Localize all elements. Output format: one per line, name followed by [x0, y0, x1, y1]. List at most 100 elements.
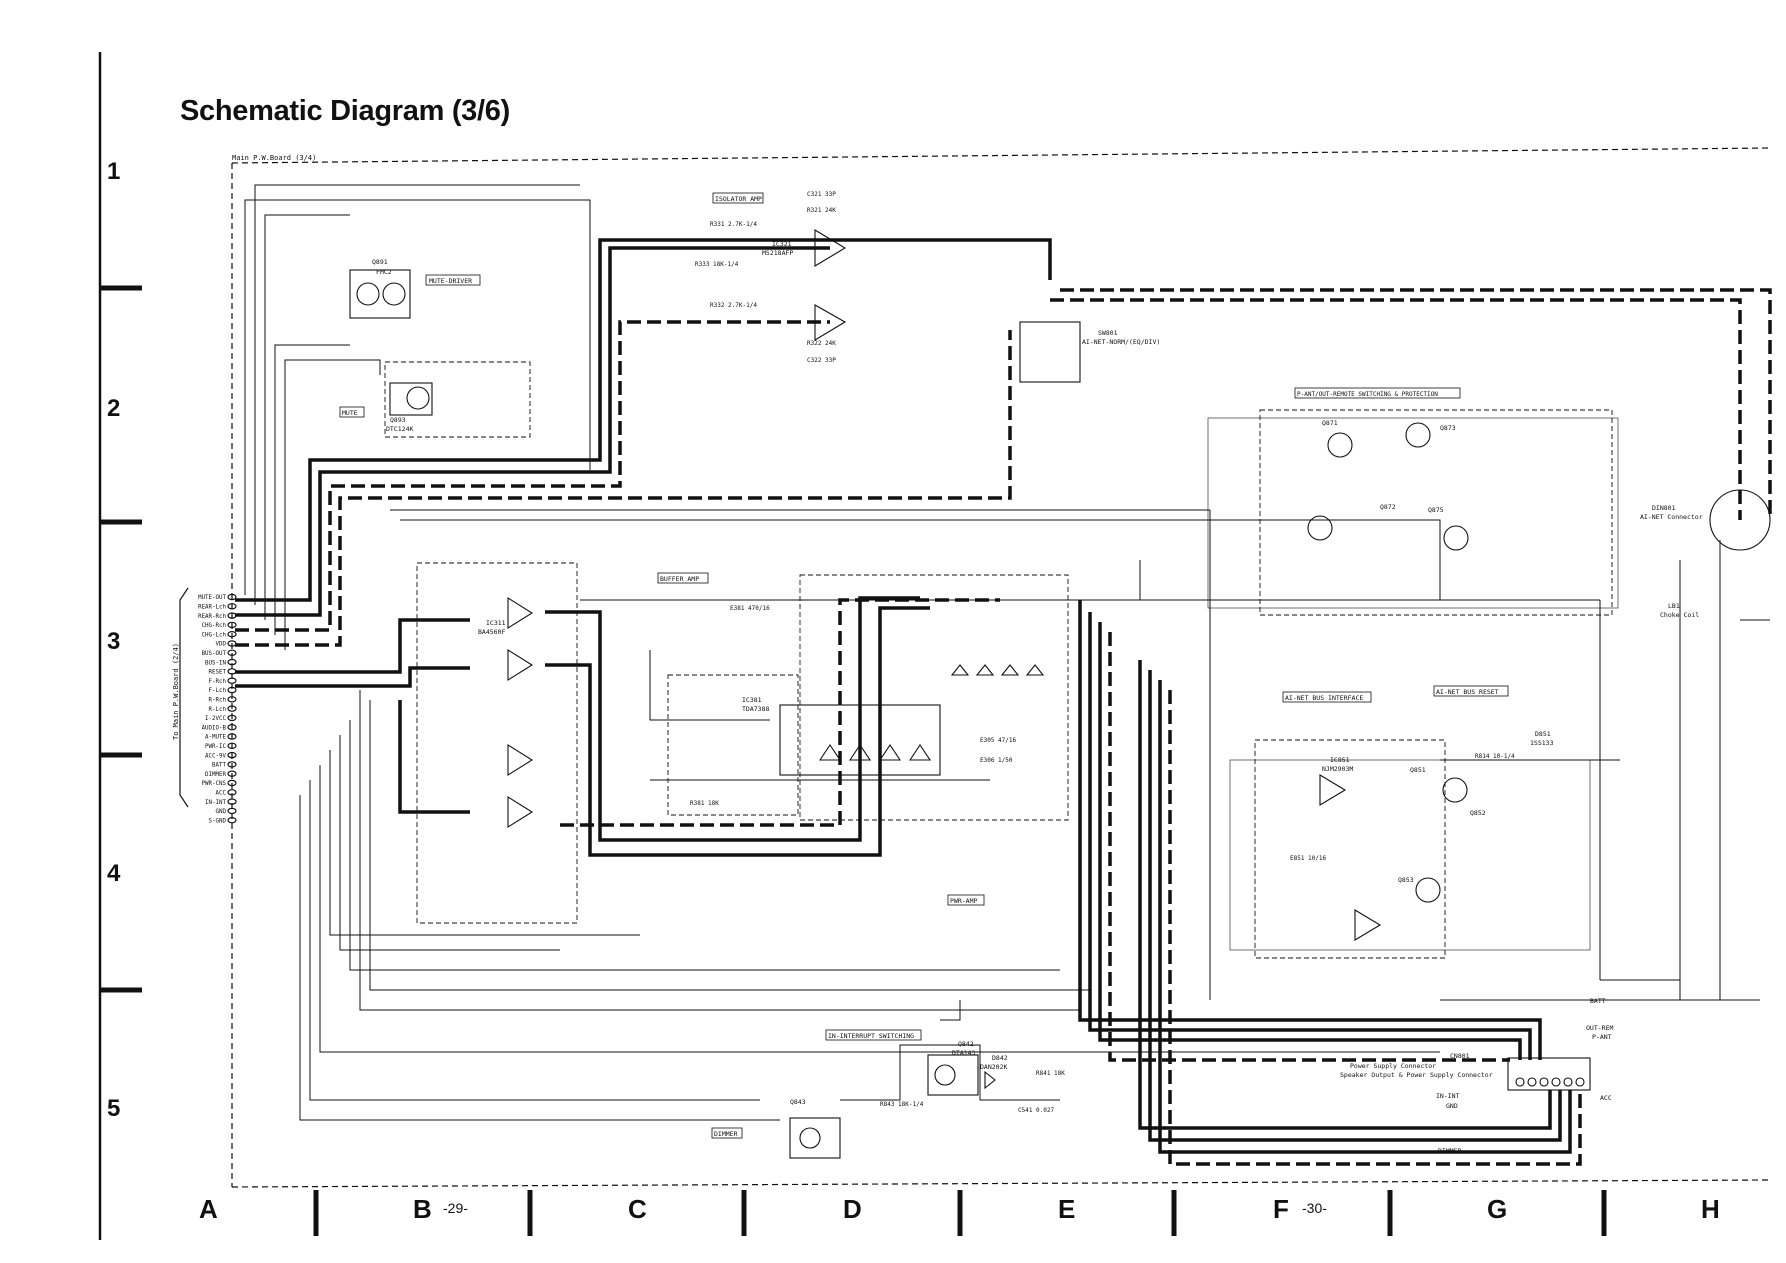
- connector-pin-label: MUTE-OUT: [198, 595, 226, 601]
- connector-pin-label: I-2VCC: [205, 716, 226, 722]
- ic311-label: IC311: [486, 619, 506, 627]
- connector-pin: [227, 817, 237, 824]
- q873-label: Q873: [1440, 424, 1456, 432]
- cn801-label: CN801: [1450, 1052, 1470, 1060]
- pwr-amp-label: PWR-AMP: [950, 897, 977, 905]
- q893-label: Q893: [390, 416, 406, 424]
- c541-value: C541 0.027: [1018, 1107, 1055, 1114]
- row-label-1: 1: [107, 158, 121, 185]
- buffer-amp-label: BUFFER AMP: [660, 575, 699, 583]
- connector-pin: [227, 677, 237, 684]
- connector-pin-label: DIMMER: [205, 772, 226, 778]
- connector-pin: [227, 658, 237, 666]
- connector-pin: [227, 807, 237, 815]
- cn801-desc2: Speaker Output & Power Supply Connector: [1340, 1071, 1493, 1079]
- column-label-g: G: [1487, 1194, 1508, 1224]
- dimmer-label: DIMMER: [714, 1130, 738, 1138]
- connector-pin: [227, 603, 237, 610]
- in-int-label: IN-INT: [1436, 1092, 1460, 1100]
- column-label-e: E: [1058, 1194, 1076, 1224]
- column-label-f: F: [1273, 1194, 1289, 1224]
- connector-pin: [227, 714, 237, 722]
- connector-pin-label: R-Lch: [209, 707, 226, 713]
- out-rem-label: OUT-REM: [1586, 1024, 1613, 1032]
- connector-pin-label: F-Lch: [209, 688, 226, 694]
- q871-label: Q871: [1322, 419, 1338, 427]
- connector-pin-label: IN-INT: [205, 800, 226, 806]
- connector-pin: [227, 789, 237, 796]
- connector-pin-label: GND: [216, 809, 227, 815]
- e851-value: E851 10/16: [1290, 855, 1327, 862]
- e306-value: E306 1/50: [980, 757, 1013, 764]
- connector-pin-label: BUS-OUT: [202, 651, 227, 657]
- connector-pin: [227, 649, 237, 657]
- connector-pin: [227, 696, 237, 703]
- q852-label: Q852: [1470, 809, 1486, 817]
- row-label-2: 2: [107, 395, 121, 422]
- part-labels: Q891 FMC2 Q893 DTC124K SW801 AI-NET-NORM…: [372, 240, 1703, 1155]
- q872-label: Q872: [1380, 503, 1396, 511]
- ic381-label: IC381: [742, 696, 762, 704]
- signal-buses: [235, 238, 1572, 1154]
- cn801-desc1: Power Supply Connector: [1350, 1062, 1436, 1070]
- r841-value: R841 18K: [1036, 1070, 1065, 1077]
- connector-pin-label: RESET: [209, 670, 227, 676]
- connector-pin: [227, 621, 237, 629]
- acc-label: ACC: [1600, 1094, 1612, 1102]
- dtc124k-label: DTC124K: [386, 425, 413, 433]
- value-labels: C321 33P R321 24K C322 33P R322 24K R331…: [690, 191, 1515, 1114]
- connector-pin: [227, 686, 237, 694]
- dimmer-pin-label: DIMMER: [1438, 1147, 1462, 1155]
- block-labels: ISOLATOR AMP MUTE-DRIVER MUTE BUFFER AMP…: [339, 192, 1509, 1139]
- row-label-5: 5: [107, 1095, 121, 1122]
- mute-driver-label: MUTE-DRIVER: [429, 277, 472, 285]
- connector-pin: [227, 593, 237, 601]
- row-label-3: 3: [107, 628, 121, 655]
- page-title: Schematic Diagram (3/6): [180, 95, 510, 127]
- q891-label: Q891: [372, 258, 388, 266]
- left-connector-side-label: To Main P.W.Board (2/4): [172, 643, 180, 740]
- q842-label: Q842: [958, 1040, 974, 1048]
- din801-desc: AI-NET Connector: [1640, 513, 1703, 521]
- connector-pin: [227, 733, 237, 740]
- dta143-label: DTA143: [952, 1049, 976, 1057]
- connector-pin: [227, 779, 237, 787]
- wiring: [244, 184, 1770, 1121]
- grid-ruler: [98, 52, 1607, 1240]
- din801-label: DIN801: [1652, 504, 1676, 512]
- r843-value: R843 18K-1/4: [880, 1101, 924, 1108]
- q853-label: Q853: [1398, 876, 1414, 884]
- board-label: Main P.W.Board (3/4): [232, 154, 316, 162]
- dan202k-label: DAN202K: [980, 1063, 1007, 1071]
- connector-pin: [227, 705, 237, 712]
- iss133-label: 1SS133: [1530, 739, 1554, 747]
- q843-label: Q843: [790, 1098, 806, 1106]
- c321-value: C321 33P: [807, 191, 836, 198]
- connector-pin: [227, 751, 237, 759]
- connector-pin-label: CHG-Lch: [202, 632, 226, 638]
- choke-label: Choke Coil: [1660, 611, 1699, 619]
- ainet-interface-label: AI-NET BUS INTERFACE: [1285, 694, 1363, 702]
- ic321-label: IC321: [772, 240, 792, 248]
- isolator-amp-label: ISOLATOR AMP: [715, 195, 762, 203]
- gnd-label: GND: [1446, 1102, 1458, 1110]
- components: [349, 229, 1771, 1159]
- ba4560f-label: BA4560F: [478, 628, 505, 636]
- connector-pin-label: ACC-9V: [205, 753, 226, 759]
- column-label-h: H: [1701, 1194, 1720, 1224]
- connector-pin: [227, 770, 237, 777]
- q875-label: Q875: [1428, 506, 1444, 514]
- signal-buses-dashed: [235, 288, 1772, 1166]
- connector-pin-label: BUS-IN: [205, 660, 226, 666]
- q851-label: Q851: [1410, 766, 1426, 774]
- c322-value: C322 33P: [807, 357, 836, 364]
- lb1-label: LB1: [1668, 602, 1680, 610]
- r331-value: R331 2.7K-1/4: [710, 221, 757, 228]
- connector-pin-label: AUDIO-B: [202, 725, 227, 731]
- fmc2-label: FMC2: [376, 268, 392, 276]
- connector-pin: [227, 761, 237, 768]
- connector-pin: [227, 631, 237, 638]
- ainet-reset-label: AI-NET BUS RESET: [1436, 688, 1499, 696]
